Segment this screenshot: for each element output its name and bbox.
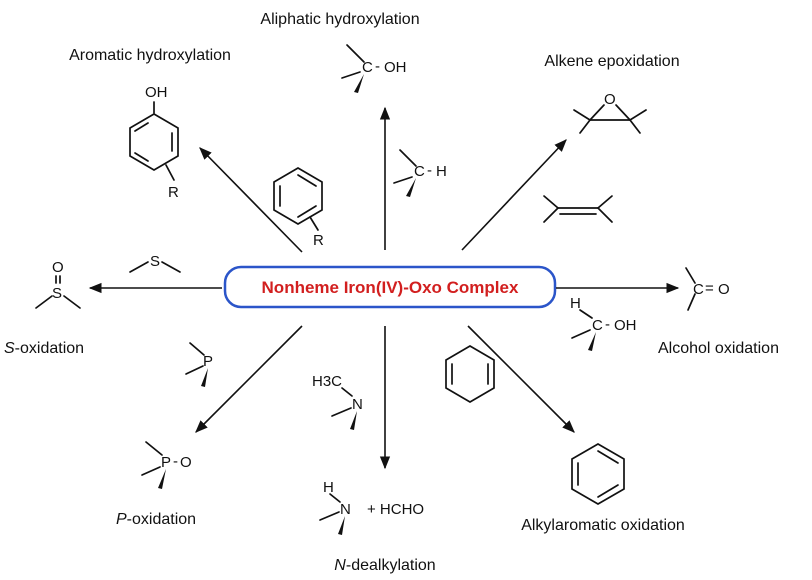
atom-s: S [52,285,62,302]
atom-r: R [168,184,179,201]
atom-h: H [570,295,581,312]
atom-c: C [693,281,704,298]
label-s-oxidation: S-oxidation [4,340,84,357]
label-p-oxidation: P-oxidation [116,511,196,528]
substrate-aliphatic: C - H [393,149,447,197]
label-alkylaromatic-oxidation: Alkylaromatic oxidation [521,517,685,534]
center-complex-box [223,265,557,309]
product-secondary-amine: H N + HCHO [319,479,424,535]
atom-c: C [362,59,373,76]
label-alcohol-oxidation: Alcohol oxidation [658,340,779,357]
bond-dash: - [605,316,610,333]
atom-n: N [352,396,363,413]
substrate-alkene [543,195,613,223]
label-n-dealkylation: N-dealkylation [334,557,435,574]
atom-o: O [604,91,616,108]
substrate-phosphine: P [185,342,213,387]
product-aromatic-phenol: OH R [129,84,179,201]
atom-r: R [313,232,324,249]
atom-n: N [340,501,351,518]
label-aromatic-hydroxylation: Aromatic hydroxylation [69,47,231,64]
arrow-alkylaromatic [467,325,575,433]
atom-oh: OH [384,59,407,76]
atom-c: C [414,163,425,180]
product-benzene [571,443,625,505]
substrate-alcohol: H C - OH [570,295,637,351]
bond-dash: - [173,453,178,470]
substrate-cyclohexadiene [445,345,495,403]
atom-c: C [592,317,603,334]
product-aliphatic: C - OH [341,44,407,93]
product-epoxide: O [573,91,647,134]
arrow-alkene [461,139,567,251]
atom-oh: OH [145,84,168,101]
atom-p: P [161,454,171,471]
atom-o: O [718,281,730,298]
center-complex-label: Nonheme Iron(IV)-Oxo Complex [262,278,519,297]
product-carbonyl: C = O [685,267,730,311]
atom-o: O [180,454,192,471]
label-alkene-epoxidation: Alkene epoxidation [544,53,679,70]
arrow-p-oxidation [195,325,303,433]
atom-oh: OH [614,317,637,334]
substrate-amine: H3C N [312,373,363,430]
atom-h: H [436,163,447,180]
atom-p: P [203,353,213,370]
atom-o: O [52,259,64,276]
product-phosphine-oxide: P - O [141,441,192,489]
atom-h3c: H3C [312,373,342,390]
substrate-aromatic-arene: R [273,167,324,249]
bond-double: = [705,280,714,297]
bond-dash: - [375,58,380,75]
text-plus-hcho: + HCHO [367,501,424,518]
atom-s: S [150,253,160,270]
substrate-sulfide: S [129,253,181,273]
bond-dash: - [427,162,432,179]
arrow-aromatic [199,147,303,253]
product-sulfoxide: O S [35,259,81,309]
label-aliphatic-hydroxylation: Aliphatic hydroxylation [260,11,419,28]
atom-h: H [323,479,334,496]
